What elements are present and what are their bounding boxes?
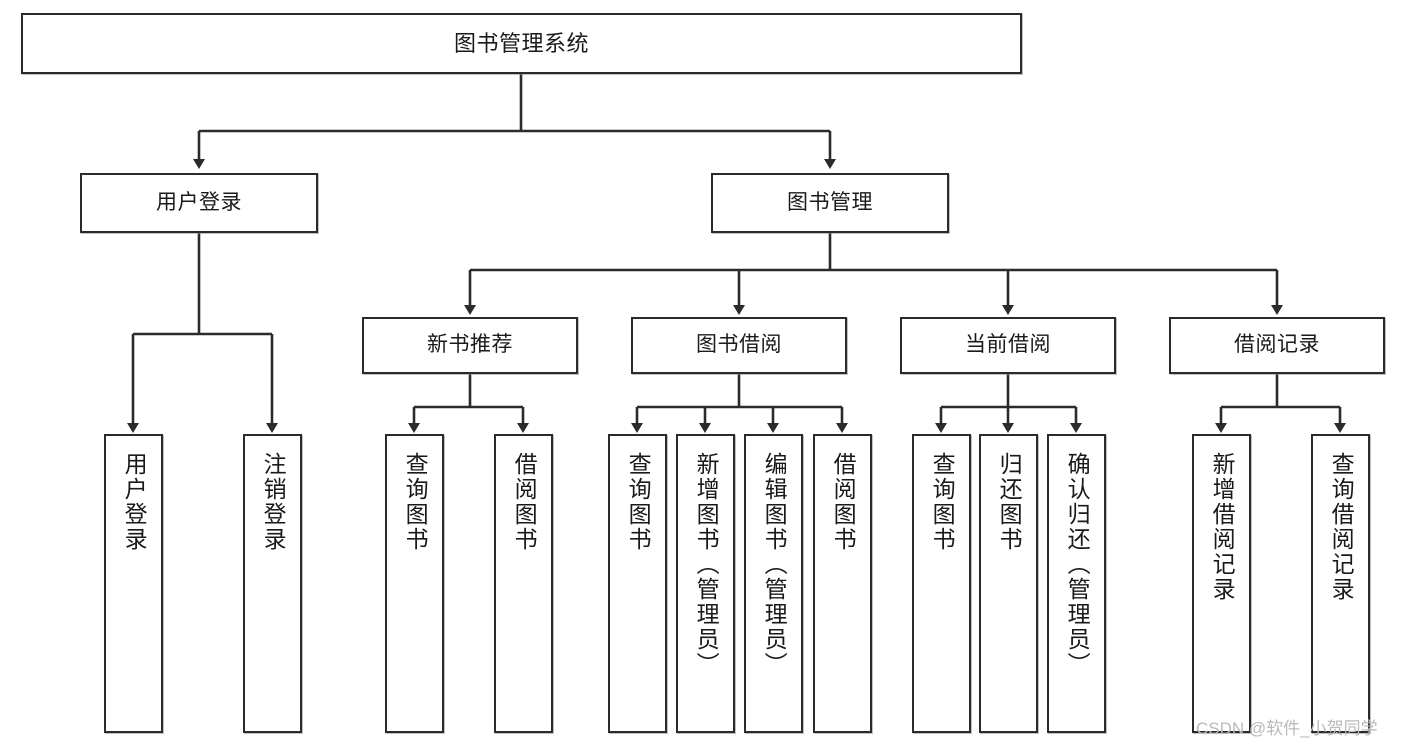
node-book-borrow[interactable]: 图书借阅 xyxy=(631,317,847,374)
node-root[interactable]: 图书管理系统 xyxy=(21,13,1022,74)
node-leaf-add-record-label: 新增借阅记录 xyxy=(1209,452,1236,602)
node-new-book-recommend-label: 新书推荐 xyxy=(427,333,513,357)
node-current-borrow-label: 当前借阅 xyxy=(965,333,1051,357)
node-leaf-query-record-label: 查询借阅记录 xyxy=(1328,452,1355,602)
csdn-watermark: CSDN @软件_小贺同学 xyxy=(1196,719,1378,738)
node-leaf-borrow-book-2-label: 借阅图书 xyxy=(830,452,857,552)
node-leaf-query-book-2-label: 查询图书 xyxy=(625,452,652,552)
node-leaf-user-login-label: 用户登录 xyxy=(121,452,148,552)
node-leaf-query-book-3-label: 查询图书 xyxy=(929,452,956,552)
node-leaf-query-book-2[interactable]: 查询图书 xyxy=(608,434,667,733)
node-leaf-query-book-1-label: 查询图书 xyxy=(402,452,429,552)
node-book-manage[interactable]: 图书管理 xyxy=(711,173,949,233)
node-leaf-edit-book[interactable]: 编辑图书（管理员） xyxy=(744,434,803,733)
node-leaf-edit-book-label: 编辑图书（管理员） xyxy=(761,452,788,677)
node-leaf-add-book[interactable]: 新增图书（管理员） xyxy=(676,434,735,733)
node-leaf-confirm-return[interactable]: 确认归还（管理员） xyxy=(1047,434,1106,733)
node-leaf-borrow-book-1[interactable]: 借阅图书 xyxy=(494,434,553,733)
node-user-login-label: 用户登录 xyxy=(156,190,242,214)
node-leaf-user-login[interactable]: 用户登录 xyxy=(104,434,163,733)
node-root-label: 图书管理系统 xyxy=(453,30,589,56)
node-leaf-user-logout-label: 注销登录 xyxy=(260,452,287,552)
node-leaf-query-book-1[interactable]: 查询图书 xyxy=(385,434,444,733)
node-user-login[interactable]: 用户登录 xyxy=(80,173,318,233)
node-leaf-return-book[interactable]: 归还图书 xyxy=(979,434,1038,733)
node-leaf-confirm-return-label: 确认归还（管理员） xyxy=(1064,452,1091,677)
node-leaf-return-book-label: 归还图书 xyxy=(996,452,1023,552)
node-leaf-borrow-book-1-label: 借阅图书 xyxy=(511,452,538,552)
node-leaf-add-book-label: 新增图书（管理员） xyxy=(693,452,720,677)
node-new-book-recommend[interactable]: 新书推荐 xyxy=(362,317,578,374)
node-borrow-record[interactable]: 借阅记录 xyxy=(1169,317,1385,374)
node-leaf-user-logout[interactable]: 注销登录 xyxy=(243,434,302,733)
node-book-borrow-label: 图书借阅 xyxy=(696,333,782,357)
node-leaf-query-book-3[interactable]: 查询图书 xyxy=(912,434,971,733)
node-leaf-borrow-book-2[interactable]: 借阅图书 xyxy=(813,434,872,733)
node-current-borrow[interactable]: 当前借阅 xyxy=(900,317,1116,374)
node-borrow-record-label: 借阅记录 xyxy=(1234,333,1320,357)
node-leaf-add-record[interactable]: 新增借阅记录 xyxy=(1192,434,1251,733)
node-leaf-query-record[interactable]: 查询借阅记录 xyxy=(1311,434,1370,733)
node-book-manage-label: 图书管理 xyxy=(787,190,873,214)
